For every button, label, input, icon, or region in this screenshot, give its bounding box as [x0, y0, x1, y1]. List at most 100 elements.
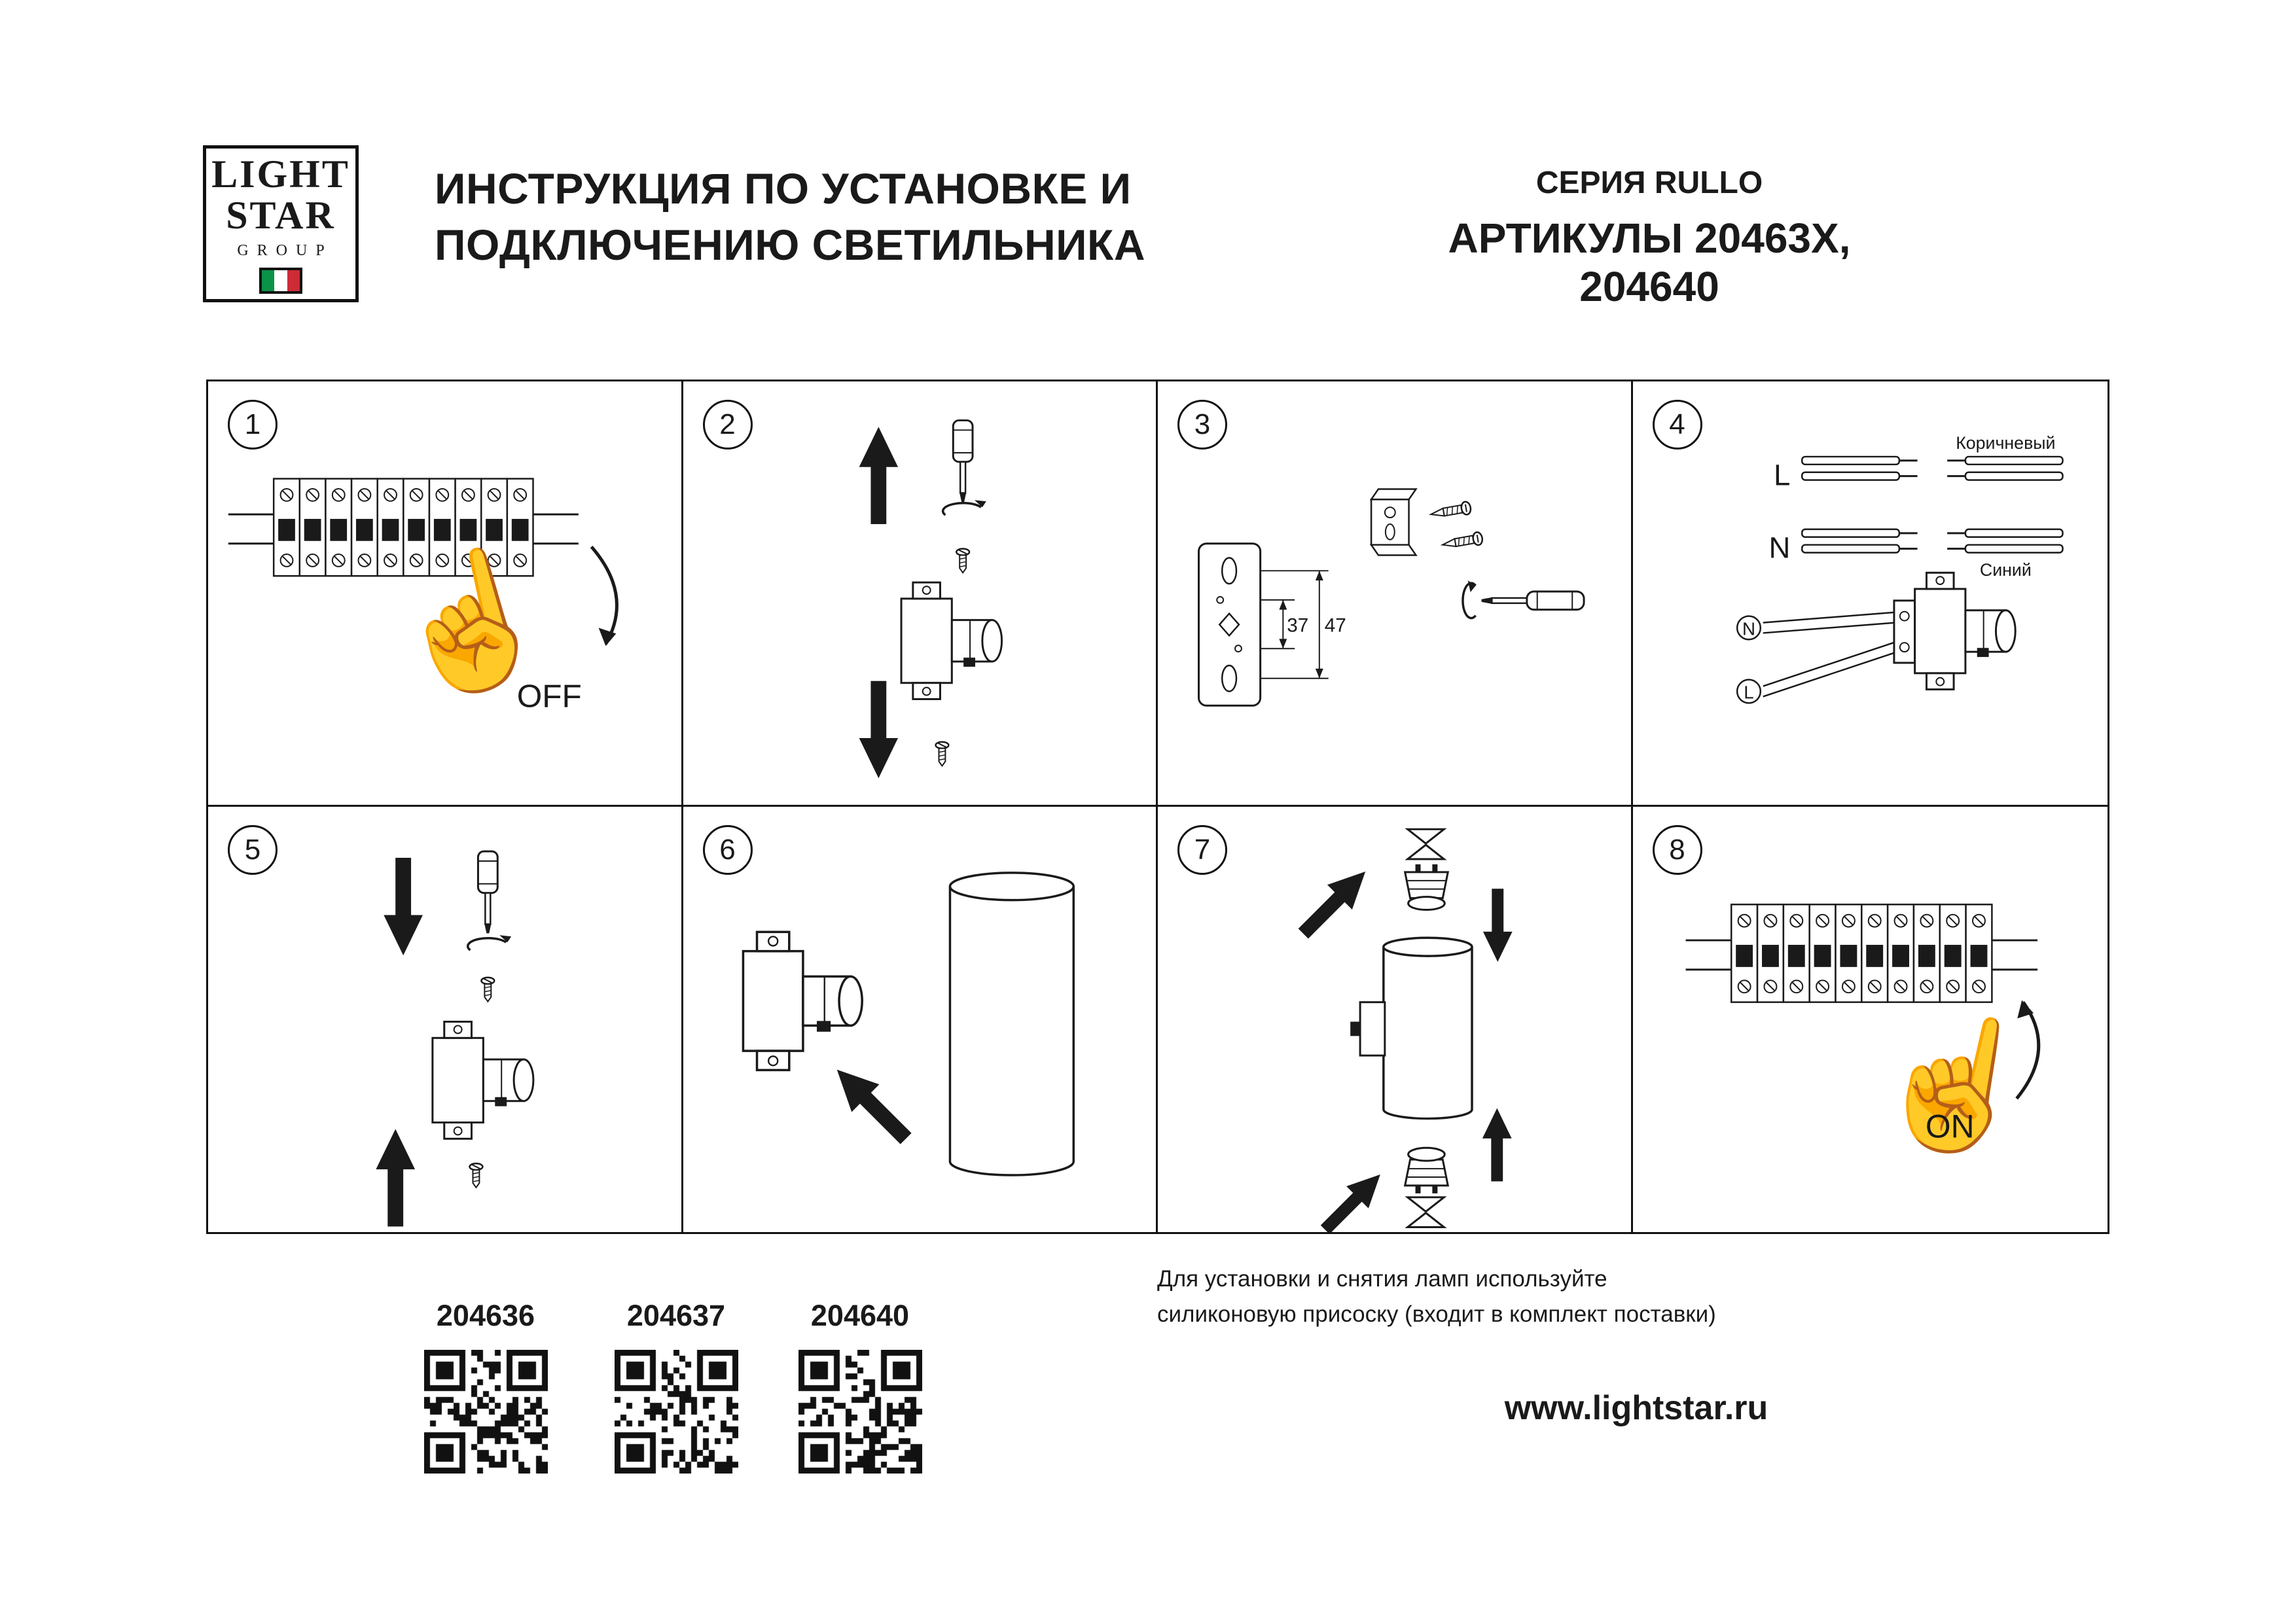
step-5-diagram	[376, 850, 535, 1227]
qr-block-204636: 204636	[423, 1299, 548, 1474]
wire-icon	[1801, 455, 1918, 466]
arrow-up-icon	[376, 1129, 416, 1227]
lamp-icon	[1404, 863, 1449, 911]
off-label: OFF	[517, 678, 582, 714]
dim-37-label: 37	[1287, 614, 1308, 636]
wire-l-label: L	[1774, 459, 1790, 492]
wire-icon	[1946, 455, 2064, 466]
series-label: СЕРИЯ RULLO	[1535, 166, 1763, 200]
step-3-panel: 3 37	[1158, 381, 1633, 807]
article-number: 204636	[436, 1299, 535, 1332]
step-7-panel: 7	[1158, 807, 1633, 1232]
breaker-strip	[1685, 904, 2037, 1002]
rotation-arrow-icon	[941, 499, 988, 516]
dimension-lines	[1260, 570, 1329, 679]
qr-code-icon	[798, 1350, 922, 1474]
screw-icon	[1441, 531, 1484, 552]
screw-icon	[469, 1162, 484, 1189]
blue-wire-label: Синий	[1979, 560, 2031, 580]
wire-icon	[1946, 528, 2064, 538]
suction-cup-icon	[1407, 828, 1445, 860]
step-2-number: 2	[702, 400, 753, 450]
step-8-panel: 8 ☝ ON	[1633, 807, 2108, 1232]
arrow-up-left-icon	[823, 1055, 920, 1153]
circled-l-label: L	[1744, 682, 1753, 703]
qr-code-icon	[423, 1350, 548, 1474]
step-4-diagram: L Коричневый N Синий N L	[1736, 433, 2064, 704]
arrow-down-icon	[384, 858, 423, 956]
switch-off-arrow-icon	[590, 546, 619, 645]
circled-n-label: N	[1742, 618, 1755, 639]
screw-icon	[480, 976, 495, 1002]
step-7-number: 7	[1177, 825, 1227, 875]
lightstar-logo: LIGHT STAR GROUP	[203, 145, 359, 302]
fixture-bracket	[742, 930, 863, 1072]
article-number: 204637	[626, 1299, 726, 1332]
title-line-1: ИНСТРУКЦИЯ ПО УСТАНОВКЕ И	[435, 164, 1132, 213]
brown-wire-label: Коричневый	[1956, 433, 2055, 453]
wire-icon	[1946, 471, 2064, 482]
step-4-panel: 4 L Коричневый N Синий N L	[1632, 381, 2108, 807]
note-line-1: Для установки и снятия ламп используйте	[1157, 1266, 1607, 1292]
step-2-panel: 2	[683, 381, 1158, 807]
screw-icon	[934, 741, 950, 767]
fixture-bracket	[900, 581, 1003, 700]
screwdriver-icon	[1480, 590, 1585, 611]
italian-flag-icon	[259, 267, 302, 294]
lamp-tube	[1350, 936, 1473, 1120]
lamp-icon	[1404, 1146, 1449, 1195]
step-3-number: 3	[1177, 400, 1227, 450]
arrow-up-right-icon	[1291, 859, 1378, 946]
step-4-number: 4	[1652, 400, 1702, 450]
wire-icon	[1801, 471, 1918, 482]
step-6-diagram	[742, 872, 1075, 1176]
logo-word-group: GROUP	[237, 241, 333, 259]
step-1-panel: 1 ☝ OFF	[208, 381, 683, 807]
wire-icon	[1801, 528, 1918, 538]
qr-block-204637: 204637	[614, 1299, 738, 1474]
step-5-number: 5	[228, 825, 278, 875]
on-label: ON	[1925, 1108, 1974, 1145]
title-line-2: ПОДКЛЮЧЕНИЮ СВЕТИЛЬНИКА	[435, 220, 1145, 269]
mounting-bracket	[1369, 488, 1418, 556]
screwdriver-icon	[952, 419, 973, 503]
step-1-number: 1	[228, 400, 278, 450]
screw-icon	[955, 548, 970, 574]
terminal-block	[1892, 599, 1916, 664]
logo-word-light: LIGHT	[211, 152, 350, 196]
wire-icon	[1946, 544, 2064, 554]
step-8-number: 8	[1652, 825, 1702, 875]
arrow-up-icon	[859, 427, 898, 524]
step-5-panel: 5	[208, 807, 683, 1232]
hand-icon: ☝	[1862, 993, 2049, 1173]
website-label: www.lightstar.ru	[1504, 1389, 1768, 1427]
wire-n-label: N	[1768, 531, 1790, 565]
suction-cup-note: Для установки и снятия ламп используйте …	[1157, 1262, 1716, 1333]
arrow-up-icon	[1482, 1108, 1512, 1182]
rotation-arrow-icon	[466, 934, 512, 951]
step-6-panel: 6	[683, 807, 1158, 1232]
qr-block-204640: 204640	[798, 1299, 922, 1474]
circled-l	[1736, 679, 1761, 704]
logo-word-star: STAR	[226, 193, 336, 237]
step-7-diagram	[1291, 828, 1513, 1232]
suction-cup-icon	[1407, 1196, 1445, 1229]
steps-grid: 1 ☝ OFF 2 3	[206, 380, 2109, 1234]
lamp-tube	[948, 872, 1075, 1176]
step-1-diagram: ☝ OFF	[208, 381, 619, 718]
arrow-up-right-icon	[1314, 1163, 1391, 1232]
article-number: 204640	[810, 1299, 910, 1332]
note-line-2: силиконовую присоску (входит в комплект …	[1157, 1301, 1716, 1328]
rotation-arrow-icon	[1462, 579, 1477, 620]
series-block: СЕРИЯ RULLO АРТИКУЛЫ 20463X, 204640	[1388, 165, 1911, 311]
arrow-down-icon	[859, 680, 898, 779]
mounting-plate	[1198, 542, 1262, 707]
page-title: ИНСТРУКЦИЯ ПО УСТАНОВКЕ И ПОДКЛЮЧЕНИЮ СВ…	[435, 161, 1145, 274]
arrow-down-icon	[1482, 889, 1513, 962]
step-2-diagram	[859, 419, 1003, 779]
connection-wires	[1762, 611, 1895, 697]
step-3-diagram: 37 47	[1198, 488, 1585, 707]
articles-label: АРТИКУЛЫ 20463X, 204640	[1448, 215, 1851, 310]
fixture-bracket	[1913, 571, 2017, 691]
